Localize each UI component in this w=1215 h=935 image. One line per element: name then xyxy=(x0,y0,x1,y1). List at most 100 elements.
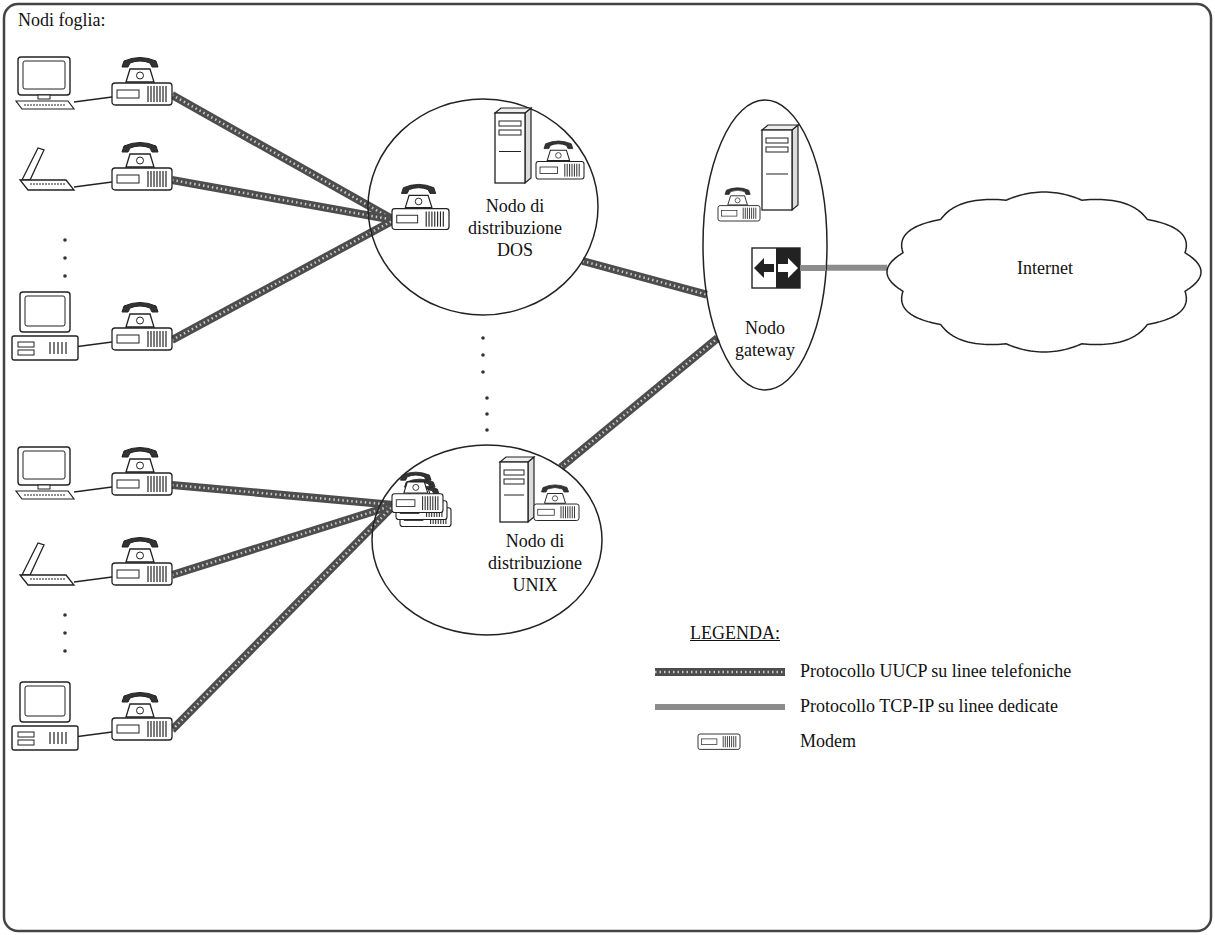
router-link xyxy=(800,265,826,271)
telephone-dial xyxy=(137,72,144,79)
ellipsis-dot xyxy=(63,256,67,260)
telephone-dial xyxy=(137,462,144,469)
laptop-computer xyxy=(20,543,74,585)
case-vent xyxy=(57,732,58,744)
modem-grille xyxy=(165,171,166,187)
laptop-computer xyxy=(20,148,74,190)
modem-icon xyxy=(392,184,449,229)
modem-case xyxy=(112,168,172,190)
screen xyxy=(23,61,65,89)
uucp-wire xyxy=(172,505,394,730)
telephone-handset xyxy=(122,693,158,703)
modem-grille xyxy=(432,496,433,510)
modem-grille xyxy=(159,171,160,187)
desktop-computer xyxy=(12,292,78,360)
line-texture xyxy=(561,338,718,467)
node-label: Nodo di distribuzione DOS xyxy=(455,196,575,262)
uucp-wire xyxy=(172,95,394,220)
modem-grille xyxy=(755,208,756,219)
node-text-box: Nodo di distribuzione DOS xyxy=(455,196,575,262)
monitor xyxy=(20,682,70,722)
router-arrow-left xyxy=(754,258,774,278)
ellipsis-dot xyxy=(481,353,485,357)
server-side xyxy=(528,457,534,522)
modem-case xyxy=(698,734,740,749)
desktop-computer xyxy=(16,57,74,109)
modem-grille xyxy=(565,506,566,518)
server-drive xyxy=(504,479,524,484)
server-top xyxy=(762,125,798,130)
modem-grille xyxy=(153,476,154,492)
modem-grille xyxy=(153,171,154,187)
modem-grille xyxy=(159,331,160,347)
server-line xyxy=(766,174,788,175)
laptop-base xyxy=(20,575,74,585)
modem-display xyxy=(396,500,415,507)
modem-icon xyxy=(112,693,172,741)
ellipsis-dot xyxy=(63,238,67,242)
computer-cable xyxy=(74,97,112,102)
modem-grille xyxy=(437,496,438,510)
modem-display xyxy=(117,570,139,578)
modem-grille xyxy=(745,208,746,219)
node-text-box: Internet xyxy=(985,258,1105,280)
modem-display xyxy=(117,725,139,733)
cloud-node: Internet xyxy=(885,190,1203,354)
leaf-nodes xyxy=(12,57,172,750)
telephone-dial xyxy=(552,496,557,501)
server-icon xyxy=(500,457,534,522)
modem-grille xyxy=(150,721,151,737)
connector-group xyxy=(826,267,887,268)
modem-grille xyxy=(150,171,151,187)
router-icon xyxy=(752,248,800,288)
connector-group xyxy=(561,338,718,467)
keyboard-keys xyxy=(24,495,66,496)
modem-icon xyxy=(112,303,172,351)
modem-grille xyxy=(440,211,441,226)
modem-display xyxy=(117,90,139,98)
server-side xyxy=(525,108,531,183)
laptop-keys xyxy=(30,579,66,580)
telephone-base xyxy=(126,154,154,167)
ellipse-outline xyxy=(368,99,598,315)
legend-text: Modem xyxy=(800,731,856,753)
modem-display xyxy=(397,215,418,223)
legend-samples xyxy=(655,672,785,749)
server-line xyxy=(499,151,521,152)
modem-grille xyxy=(165,566,166,582)
modem-grille xyxy=(743,208,744,219)
telephone-base xyxy=(126,69,154,82)
modem-grille xyxy=(153,86,154,102)
modem-case xyxy=(718,206,760,221)
modem-grille xyxy=(147,721,148,737)
modem-grille xyxy=(159,476,160,492)
modem-grille xyxy=(156,721,157,737)
modem-grille xyxy=(574,506,575,518)
modem-grille xyxy=(747,208,748,219)
server-line xyxy=(504,495,524,496)
screen xyxy=(23,451,65,479)
frame-border xyxy=(4,4,1211,931)
router-arrow-right xyxy=(778,258,798,278)
leaf-wires xyxy=(172,95,394,730)
telephone-base xyxy=(126,549,154,562)
ellipsis-dot xyxy=(63,631,67,635)
line-texture xyxy=(583,261,707,295)
computer-cable xyxy=(74,342,112,347)
telephone-dial xyxy=(137,552,144,559)
modem-grille xyxy=(731,736,732,747)
modem-grille xyxy=(733,736,734,747)
modem-grille xyxy=(437,211,438,226)
uucp-wire xyxy=(172,485,394,505)
modem-grille xyxy=(153,721,154,737)
legend-text: Protocollo UUCP su linee telefoniche xyxy=(800,661,1071,683)
modem-grille xyxy=(561,506,562,518)
modem-display xyxy=(117,175,139,183)
modem-display xyxy=(540,167,558,173)
legend-text: Protocollo TCP-IP su linee dedicate xyxy=(800,696,1058,718)
modem-case xyxy=(536,161,584,179)
connector-group xyxy=(583,261,707,295)
modem-grille xyxy=(725,736,726,747)
modem-grille xyxy=(156,566,157,582)
